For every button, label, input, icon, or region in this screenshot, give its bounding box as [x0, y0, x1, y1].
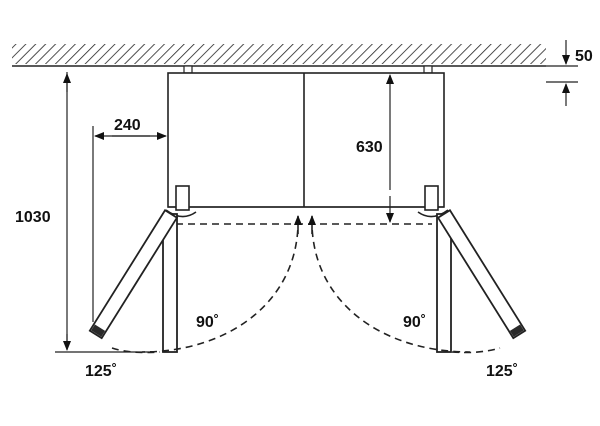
fridge-cabinet — [167, 72, 445, 208]
right-hinge — [417, 185, 449, 218]
left-swing-arc — [141, 217, 299, 353]
right-angle-90-label: 90˚ — [403, 314, 426, 331]
right-door-125 — [436, 209, 527, 340]
ceiling-gap-dimension: 50 — [546, 40, 593, 106]
right-125-arc — [451, 347, 501, 354]
left-angle-125-label: 125˚ — [85, 363, 117, 380]
door-depth-label: 630 — [356, 139, 383, 156]
wall-hatch — [12, 44, 546, 64]
left-125-arc — [111, 347, 161, 354]
total-depth-label: 1030 — [15, 209, 51, 226]
side-offset-dimension: 240 — [92, 117, 167, 322]
right-spacer — [423, 65, 433, 74]
left-angle-90-label: 90˚ — [196, 314, 219, 331]
total-depth-dimension: 1030 — [15, 72, 150, 353]
right-angle-125-label: 125˚ — [486, 363, 518, 380]
side-offset-label: 240 — [114, 117, 141, 134]
ceiling-gap-label: 50 — [575, 48, 593, 65]
left-door-125 — [88, 209, 179, 340]
left-spacer — [183, 65, 193, 74]
fridge-body — [167, 72, 445, 208]
door-depth-dimension: 630 — [356, 74, 394, 223]
right-swing-arc — [311, 217, 471, 353]
swing-arcs — [111, 215, 501, 354]
wall — [12, 44, 546, 67]
